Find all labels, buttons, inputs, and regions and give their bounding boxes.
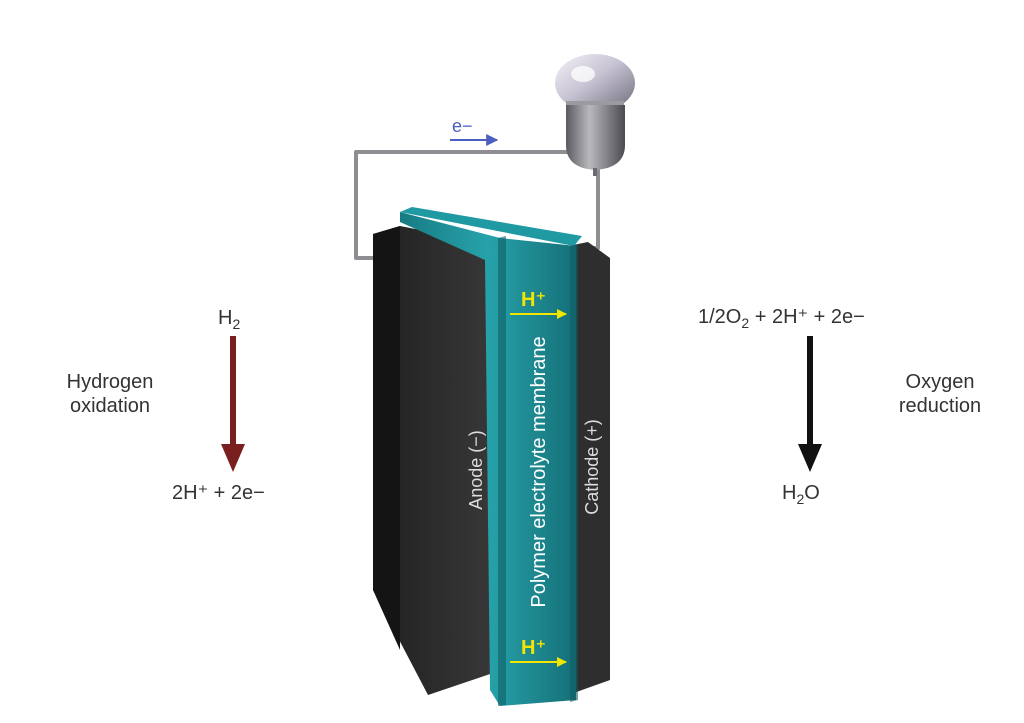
hydrogen-oxidation-product: 2H⁺ + 2e− <box>172 482 265 504</box>
hydrogen-oxidation-label: Hydrogen oxidation <box>66 371 154 417</box>
proton-label-bottom: H⁺ <box>521 637 546 659</box>
fuel-cell-stack <box>373 207 610 706</box>
electron-label: e− <box>452 116 473 136</box>
water-product: H2O <box>782 482 820 507</box>
proton-label-top: H⁺ <box>521 289 546 311</box>
oxygen-reactants: 1/2O2 + 2H⁺ + 2e− <box>698 306 865 331</box>
hydrogen-oxidation-arrow <box>221 336 245 472</box>
membrane-top-edge <box>400 207 582 246</box>
oxygen-reduction-arrow <box>798 336 822 472</box>
anode-electrode <box>373 226 502 695</box>
hydrogen-reactant: H2 <box>218 307 241 332</box>
oxygen-reduction-label: Oxygen reduction <box>898 371 982 417</box>
light-bulb-icon <box>555 54 635 176</box>
cathode-label: Cathode (+) <box>582 419 602 515</box>
cathode-electrode <box>568 242 610 695</box>
membrane-label: Polymer electrolyte membrane <box>528 336 550 607</box>
circuit-wire-right <box>580 168 600 250</box>
polymer-membrane <box>400 212 576 706</box>
anode-label: Anode (−) <box>466 430 486 510</box>
